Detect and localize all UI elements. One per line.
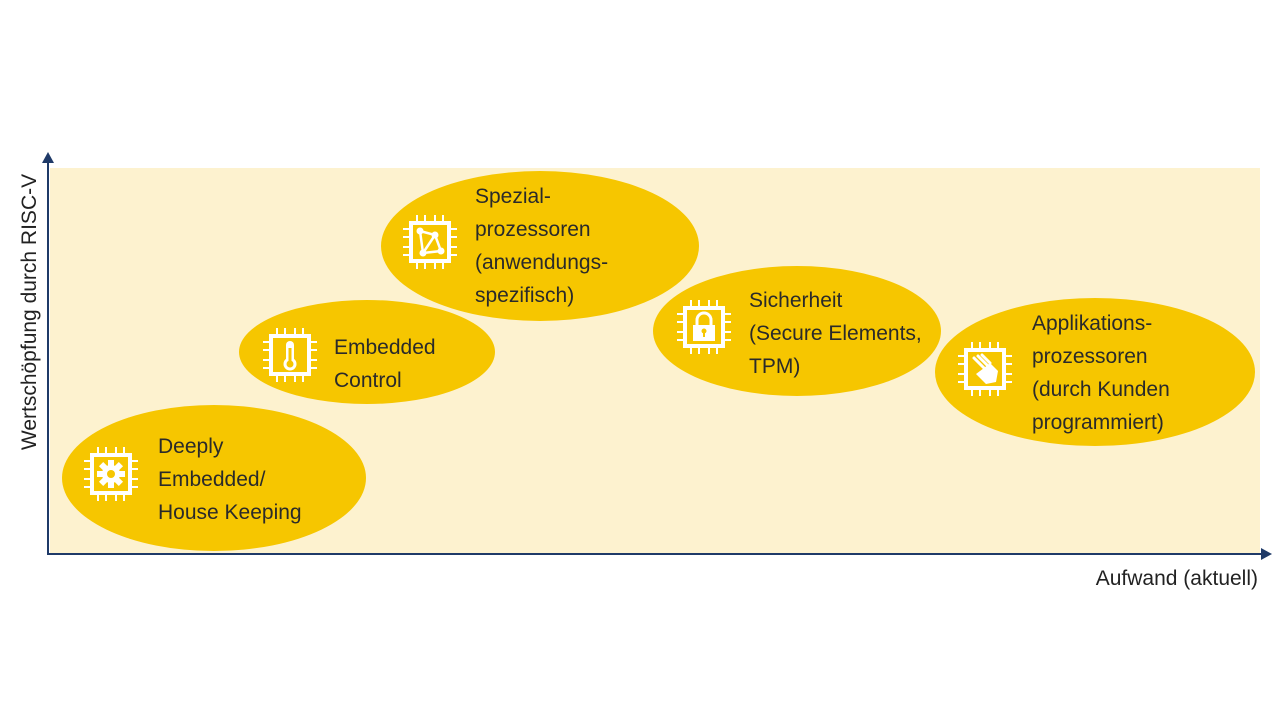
gear-icon (82, 445, 140, 503)
label-line: prozessoren (1032, 345, 1148, 368)
label-line: Deeply (158, 435, 224, 458)
x-axis-label: Aufwand (aktuell) (1095, 567, 1258, 590)
padlock-icon (675, 298, 733, 356)
label-line: prozessoren (475, 218, 591, 241)
label-line: (Secure Elements, (749, 322, 922, 345)
node-deeply-embedded-label: Deeply Embedded/ House Keeping (158, 430, 302, 529)
label-line: Sicherheit (749, 289, 843, 312)
label-line: TPM) (749, 355, 801, 378)
touch-hand-icon (956, 340, 1014, 398)
y-axis (47, 160, 49, 554)
label-line: spezifisch) (475, 284, 575, 307)
thermometer-icon (261, 326, 319, 384)
label-line: Spezial- (475, 185, 551, 208)
label-line: Embedded (334, 336, 436, 359)
y-axis-label: Wertschöpfung durch RISC-V (18, 173, 41, 451)
label-line: (durch Kunden (1032, 378, 1170, 401)
network-graph-icon (401, 213, 459, 271)
node-spezialprozessoren-label: Spezial- prozessoren (anwendungs- spezif… (475, 180, 608, 312)
label-line: Applikations- (1032, 312, 1153, 335)
label-line: (anwendungs- (475, 251, 609, 274)
label-line: Control (334, 369, 402, 392)
node-applikationsprozessoren-label: Applikations- prozessoren (durch Kunden … (1032, 307, 1170, 439)
node-sicherheit-label: Sicherheit (Secure Elements, TPM) (749, 284, 922, 383)
node-embedded-control-label: Embedded Control (334, 331, 436, 397)
label-line: House Keeping (158, 501, 302, 524)
label-line: programmiert) (1032, 411, 1164, 434)
x-axis-arrow-icon (1261, 548, 1272, 560)
y-axis-arrow-icon (42, 152, 54, 163)
label-line: Embedded/ (158, 468, 266, 491)
x-axis (47, 553, 1263, 555)
